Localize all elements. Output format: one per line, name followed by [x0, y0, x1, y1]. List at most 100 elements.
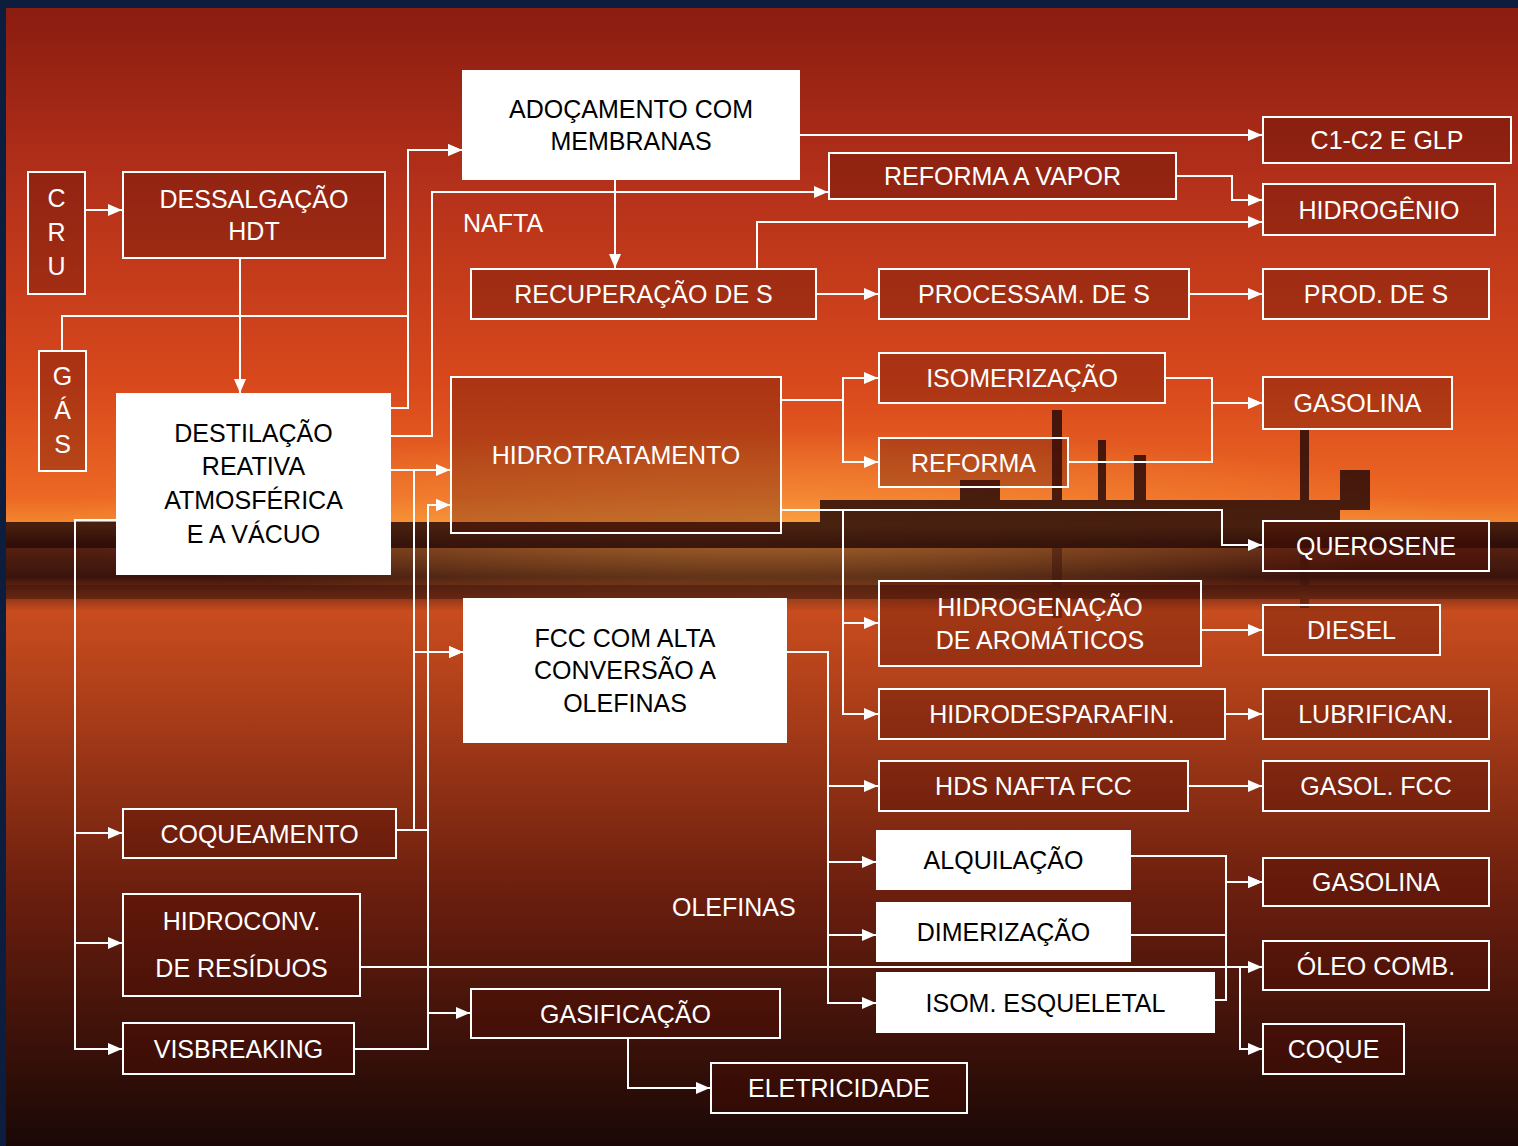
box-label: PROD. DE S: [1304, 279, 1448, 309]
flow-connector: [397, 505, 450, 830]
flow-connector: [1215, 882, 1262, 1000]
highlight-process-box: DESTILAÇÃO REATIVA ATMOSFÉRICA E A VÁCUO: [116, 393, 391, 575]
process-box: REFORMA: [878, 437, 1069, 488]
process-box: GASOLINA: [1262, 376, 1453, 430]
box-label: DIMERIZAÇÃO: [917, 917, 1091, 947]
process-box: PROCESSAM. DE S: [878, 268, 1190, 320]
stream-label: NAFTA: [463, 208, 543, 238]
box-label: HIDROTRATAMENTO: [492, 440, 741, 470]
process-box: DESSALGAÇÃO HDT: [122, 171, 386, 259]
process-box: HIDROGENAÇÃO DE AROMÁTICOS: [878, 580, 1202, 667]
box-label: ELETRICIDADE: [748, 1073, 930, 1103]
process-box: HIDROCONV. DE RESÍDUOS: [122, 893, 361, 997]
box-label: FCC COM ALTA CONVERSÃO A OLEFINAS: [528, 622, 723, 720]
box-label: ALQUILAÇÃO: [924, 845, 1084, 875]
box-label: GASOLINA: [1312, 867, 1440, 897]
box-label: REFORMA: [911, 448, 1036, 478]
box-label: CRU: [44, 182, 69, 283]
box-label: DESSALGAÇÃO HDT: [154, 183, 354, 248]
box-label: DIESEL: [1307, 615, 1396, 645]
process-box: HDS NAFTA FCC: [878, 760, 1189, 812]
box-label: ÓLEO COMB.: [1297, 951, 1455, 981]
flow-connector: [782, 510, 878, 714]
flow-connector: [397, 652, 463, 830]
highlight-process-box: ADOÇAMENTO COM MEMBRANAS: [462, 70, 800, 180]
process-box: CRU: [27, 171, 86, 295]
process-box: C1-C2 E GLP: [1262, 116, 1512, 164]
process-box: GÁS: [38, 350, 87, 472]
box-label: COQUE: [1288, 1034, 1380, 1064]
flow-connector: [239, 259, 241, 393]
process-box: ÓLEO COMB.: [1262, 940, 1490, 991]
flow-connector: [787, 652, 878, 786]
box-label: ISOMERIZAÇÃO: [926, 363, 1118, 393]
box-label: HIDROCONV. DE RESÍDUOS: [147, 898, 337, 993]
highlight-process-box: FCC COM ALTA CONVERSÃO A OLEFINAS: [463, 598, 787, 743]
process-box: ELETRICIDADE: [710, 1062, 968, 1114]
process-box: HIDRODESPARAFIN.: [878, 688, 1226, 740]
flow-connector: [787, 652, 876, 1003]
process-box: HIDROGÊNIO: [1262, 183, 1496, 236]
box-label: HIDROGENAÇÃO DE AROMÁTICOS: [925, 591, 1155, 656]
box-label: COQUEAMENTO: [160, 819, 358, 849]
process-box: REFORMA A VAPOR: [828, 152, 1177, 200]
flow-connector: [355, 1013, 470, 1049]
flow-connector: [1226, 713, 1262, 715]
box-label: ADOÇAMENTO COM MEMBRANAS: [506, 93, 756, 158]
flow-connector: [1177, 176, 1262, 200]
flow-connector: [75, 520, 122, 943]
box-label: ISOM. ESQUELETAL: [926, 988, 1166, 1018]
process-box: COQUEAMENTO: [122, 808, 397, 859]
process-box: RECUPERAÇÃO DE S: [470, 268, 817, 320]
process-box: DIESEL: [1262, 604, 1441, 656]
flow-connector: [1190, 293, 1262, 295]
flow-connector: [75, 520, 122, 1049]
box-label: PROCESSAM. DE S: [918, 279, 1150, 309]
box-label: HDS NAFTA FCC: [935, 771, 1132, 801]
process-box: LUBRIFICAN.: [1262, 688, 1490, 740]
stream-label: OLEFINAS: [672, 892, 796, 922]
box-label: HIDROGÊNIO: [1298, 195, 1459, 225]
box-label: HIDRODESPARAFIN.: [929, 699, 1174, 729]
flow-connector: [782, 510, 1262, 545]
flow-connector: [782, 400, 878, 462]
box-label: RECUPERAÇÃO DE S: [514, 279, 772, 309]
flow-connector: [614, 180, 616, 268]
process-box: VISBREAKING: [122, 1022, 355, 1075]
box-label: QUEROSENE: [1296, 531, 1456, 561]
box-label: LUBRIFICAN.: [1298, 699, 1454, 729]
flow-connector: [782, 378, 878, 400]
process-box: GASOLINA: [1262, 857, 1490, 907]
flow-connector: [86, 209, 122, 211]
flow-connector: [62, 150, 462, 350]
box-label: GASOLINA: [1294, 388, 1422, 418]
flow-connector: [757, 222, 1262, 268]
flow-connector: [628, 1039, 710, 1088]
flow-connector: [800, 134, 1262, 136]
flow-connector: [1131, 882, 1262, 935]
box-label: REFORMA A VAPOR: [884, 161, 1121, 191]
flow-connector: [817, 293, 878, 295]
highlight-process-box: DIMERIZAÇÃO: [876, 902, 1131, 962]
box-label: GASOL. FCC: [1300, 771, 1451, 801]
process-box: ISOMERIZAÇÃO: [878, 352, 1166, 404]
process-box: GASOL. FCC: [1262, 760, 1490, 812]
flow-connector: [1069, 403, 1262, 462]
process-box: QUEROSENE: [1262, 520, 1490, 572]
flow-connector: [391, 150, 462, 408]
highlight-process-box: ALQUILAÇÃO: [876, 830, 1131, 890]
flow-connector: [1131, 856, 1262, 882]
process-box: GASIFICAÇÃO: [470, 988, 781, 1039]
flow-connector: [782, 510, 878, 623]
flow-connector: [787, 652, 876, 935]
box-label: C1-C2 E GLP: [1311, 125, 1464, 155]
process-box: HIDROTRATAMENTO: [450, 376, 782, 534]
flow-connector: [361, 967, 1262, 1049]
flow-connector: [1166, 378, 1262, 403]
box-label: DESTILAÇÃO REATIVA ATMOSFÉRICA E A VÁCUO: [154, 417, 354, 552]
box-label: GÁS: [50, 360, 75, 461]
box-label: VISBREAKING: [154, 1034, 324, 1064]
flow-connector: [1189, 785, 1262, 787]
flow-connector: [787, 652, 876, 862]
